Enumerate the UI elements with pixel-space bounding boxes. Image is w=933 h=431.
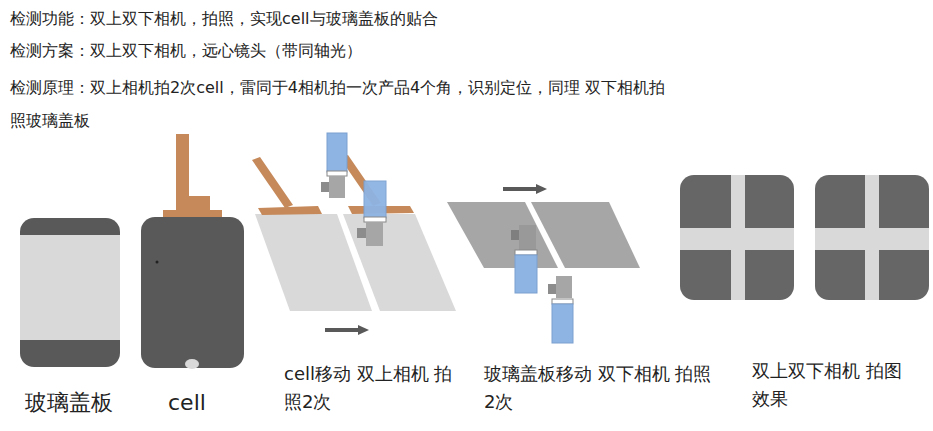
step-caption: 双上双下相机 拍图效果 [752,357,902,413]
step-caption: cell移动 双上相机 拍照2次 [284,360,462,416]
description-line: 检测方案：双上双下相机，远心镜头（带同轴光） [10,38,770,64]
camera-ring [364,217,386,222]
camera-lens [552,304,573,343]
camera-ring [552,299,573,304]
part-name: cell [168,388,248,418]
camera-body [519,225,536,250]
camera-side [548,284,556,294]
fpc-strip [176,196,210,212]
camera-side [511,230,519,240]
cross-mark [680,228,794,250]
glass-panel [531,202,640,268]
camera-ring [515,250,537,255]
description-line: 检测原理：双上相机拍2次cell，雷同于4相机拍一次产品4个角，识别定位，同理 … [10,71,675,137]
fpc-strip [252,157,293,208]
cell-panel [343,214,456,311]
move-arrow [503,187,538,191]
glass-cover-body [20,218,120,367]
camera-side [321,182,329,192]
glass-cover-window [20,235,120,340]
camera-body [366,222,383,246]
camera-lens [364,181,386,218]
camera-lens [515,255,537,293]
camera-body [329,176,345,198]
cell-dot [156,261,159,264]
cross-mark [815,228,929,250]
camera-ring [327,171,347,176]
step-caption: 玻璃盖板移动 双下相机 拍照2次 [484,360,712,416]
cell-body [141,217,244,368]
fpc-strip [258,206,322,215]
arrow-head [536,184,547,194]
arrow-head [358,325,369,335]
camera-lens [327,133,347,172]
camera-body [556,276,572,298]
cell-button [185,359,199,369]
part-name: 玻璃盖板 [25,388,145,418]
result-image [680,175,794,300]
camera-side [357,228,366,238]
result-image [815,175,929,300]
move-arrow [325,328,360,332]
fpc-strip [163,210,222,217]
description-line: 检测功能：双上双下相机，拍照，实现cell与玻璃盖板的贴合 [10,6,770,32]
